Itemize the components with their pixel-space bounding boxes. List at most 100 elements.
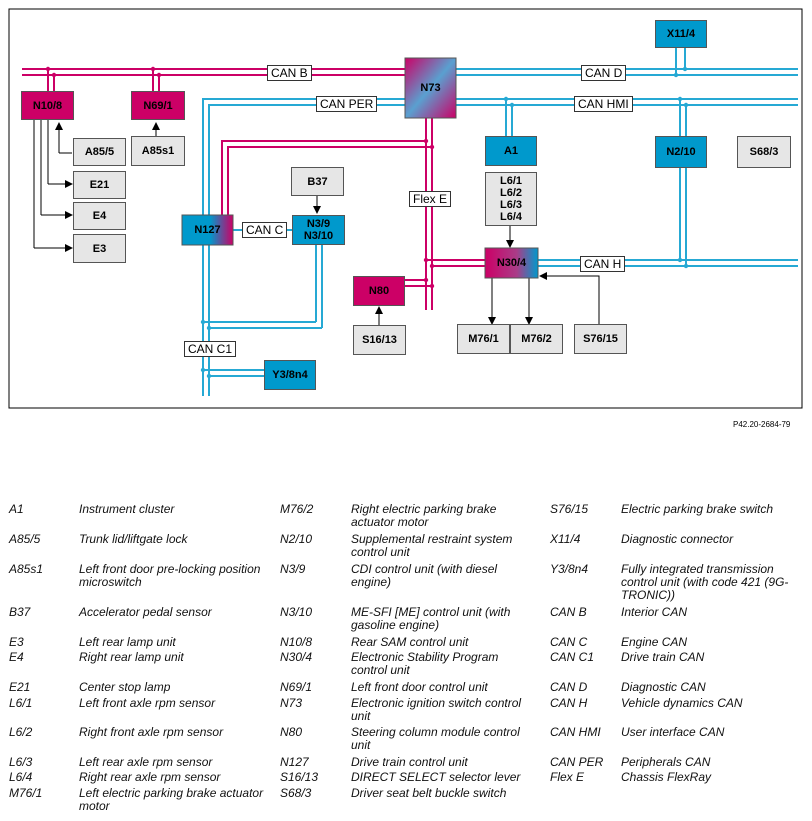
- legend-description: Electronic ignition switch control unit: [351, 696, 522, 723]
- legend-code: N127: [280, 755, 309, 769]
- legend-description: Diagnostic CAN: [621, 680, 706, 694]
- can-per-label: CAN PER: [316, 96, 378, 112]
- n80-module[interactable]: N80: [353, 276, 405, 306]
- x11-4-module[interactable]: X11/4: [655, 20, 707, 48]
- legend-description: Diagnostic connector: [621, 532, 734, 546]
- legend-description: Chassis FlexRay: [621, 770, 712, 784]
- legend-description: Left rear lamp unit: [79, 635, 176, 649]
- can-hmi-label: CAN HMI: [574, 96, 633, 112]
- legend-description: Peripherals CAN: [621, 755, 711, 769]
- e3-module[interactable]: E3: [73, 234, 126, 263]
- can-b-label: CAN B: [267, 65, 312, 81]
- legend-code: S76/15: [550, 502, 589, 516]
- l6-sensors-module[interactable]: L6/1 L6/2 L6/3 L6/4: [485, 172, 537, 226]
- n30-4-module-bg: [484, 247, 539, 279]
- legend-description: Steering column module control unit: [351, 725, 520, 752]
- can-b-lines: [22, 68, 405, 92]
- legend-code: Flex E: [550, 770, 585, 784]
- legend-code: N10/8: [280, 635, 313, 649]
- e21-module[interactable]: E21: [73, 171, 126, 199]
- legend-code: CAN H: [550, 696, 588, 710]
- legend-code: M76/2: [280, 502, 314, 516]
- legend-code: CAN D: [550, 680, 588, 694]
- b37-module[interactable]: B37: [291, 167, 344, 196]
- legend-description: Right electric parking brake actuator mo…: [351, 502, 497, 529]
- legend-code: S16/13: [280, 770, 319, 784]
- legend-code: E21: [9, 680, 31, 694]
- legend-code: X11/4: [550, 532, 581, 546]
- n73-module-bg: [404, 57, 457, 119]
- legend-description: Electric parking brake switch: [621, 502, 774, 516]
- m76-1-module[interactable]: M76/1: [457, 324, 510, 354]
- n69-1-module[interactable]: N69/1: [131, 91, 185, 120]
- flex-junction-dots: [45, 66, 435, 289]
- legend-code: S68/3: [280, 786, 312, 800]
- legend-description: Right rear axle rpm sensor: [79, 770, 221, 784]
- a85-5-module[interactable]: A85/5: [73, 138, 126, 166]
- s68-3-module[interactable]: S68/3: [737, 136, 791, 168]
- legend-description: Rear SAM control unit: [351, 635, 469, 649]
- e4-module[interactable]: E4: [73, 202, 126, 230]
- n73-module[interactable]: N73: [420, 82, 441, 94]
- legend-description: Instrument cluster: [79, 502, 175, 516]
- legend-description: User interface CAN: [621, 725, 725, 739]
- legend-code: E4: [9, 650, 24, 664]
- legend-description: Left front axle rpm sensor: [79, 696, 216, 710]
- s76-15-module[interactable]: S76/15: [574, 324, 627, 354]
- n127-module[interactable]: N127: [194, 224, 221, 236]
- legend-code: CAN C: [550, 635, 588, 649]
- legend-code: L6/1: [9, 696, 33, 710]
- legend-code: N73: [280, 696, 303, 710]
- s16-13-module[interactable]: S16/13: [353, 325, 406, 355]
- legend-code: N30/4: [280, 650, 313, 664]
- n127-module-bg: [181, 214, 234, 246]
- y3-8n4-module[interactable]: Y3/8n4: [264, 360, 316, 390]
- legend-description: Driver seat belt buckle switch: [351, 786, 507, 800]
- legend-description: Accelerator pedal sensor: [79, 605, 212, 619]
- legend-description: Left rear axle rpm sensor: [79, 755, 213, 769]
- legend-code: N2/10: [280, 532, 313, 546]
- legend-description: DIRECT SELECT selector lever: [351, 770, 521, 784]
- legend-description: Electronic Stability Program control uni…: [351, 650, 499, 677]
- legend-code: B37: [9, 605, 31, 619]
- n3-9-n3-10-module[interactable]: N3/9 N3/10: [292, 215, 345, 245]
- legend-description: Trunk lid/liftgate lock: [79, 532, 188, 546]
- n10-8-module[interactable]: N10/8: [21, 91, 74, 120]
- m76-2-module[interactable]: M76/2: [510, 324, 563, 354]
- legend-code: N3/9: [280, 562, 306, 576]
- legend-description: Interior CAN: [621, 605, 688, 619]
- legend-description: Vehicle dynamics CAN: [621, 696, 743, 710]
- legend-code: N69/1: [280, 680, 313, 694]
- can-h-label: CAN H: [580, 256, 626, 272]
- n30-4-module[interactable]: N30/4: [496, 257, 527, 269]
- n2-10-module[interactable]: N2/10: [655, 136, 707, 168]
- can-d-label: CAN D: [581, 65, 627, 81]
- legend-description: Left front door pre-locking position mic…: [79, 562, 261, 589]
- can-c1-label: CAN C1: [184, 341, 237, 357]
- legend-code: N3/10: [280, 605, 313, 619]
- legend-code: CAN HMI: [550, 725, 601, 739]
- legend-code: E3: [9, 635, 24, 649]
- can-c1-lines: [203, 369, 264, 377]
- can-d-lines: [456, 48, 798, 76]
- legend-description: Center stop lamp: [79, 680, 171, 694]
- network-diagram: X11/4 N10/8 N69/1 N73 A1 N2/10 S68/3 A85…: [8, 8, 803, 409]
- legend-code: Y3/8n4: [550, 562, 589, 576]
- legend-description: Drive train CAN: [621, 650, 705, 664]
- flex-e-label: Flex E: [409, 191, 452, 207]
- can-c-label: CAN C: [242, 222, 288, 238]
- legend-description: Drive train control unit: [351, 755, 468, 769]
- legend-description: Left electric parking brake actuator mot…: [79, 786, 264, 813]
- legend-description: Left front door control unit: [351, 680, 488, 694]
- legend-description: Right rear lamp unit: [79, 650, 184, 664]
- legend-code: L6/4: [9, 770, 33, 784]
- legend-code: A85s1: [9, 562, 44, 576]
- legend-description: ME-SFI [ME] control unit (with gasoline …: [351, 605, 511, 632]
- junction-dots: [200, 66, 689, 379]
- legend-description: CDI control unit (with diesel engine): [351, 562, 498, 589]
- flex-e-lines: [221, 118, 486, 310]
- a85s1-module[interactable]: A85s1: [131, 136, 185, 166]
- legend-code: CAN PER: [550, 755, 604, 769]
- a1-module[interactable]: A1: [485, 136, 537, 166]
- signal-arrows: [33, 120, 600, 325]
